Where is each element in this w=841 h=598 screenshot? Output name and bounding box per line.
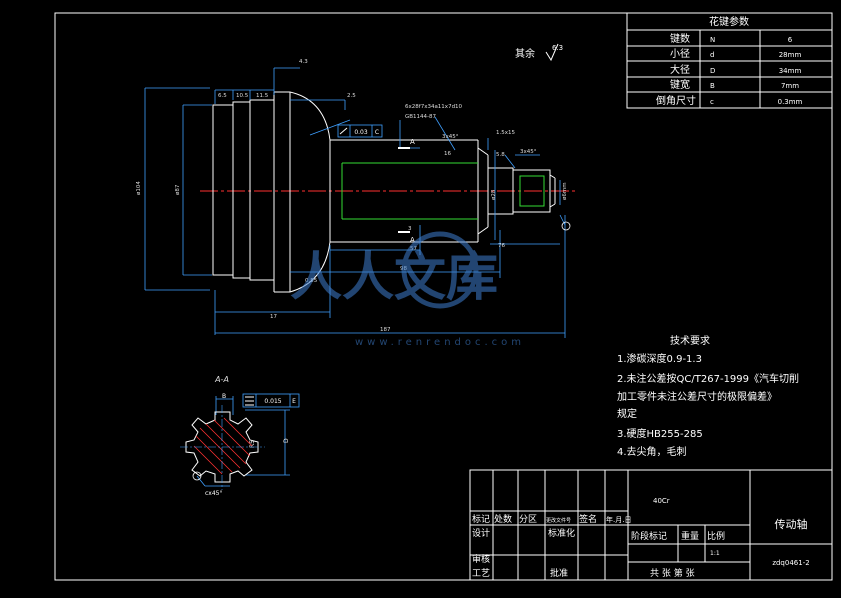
dim-text: 1.5x15 xyxy=(496,130,516,136)
dim-text: ø104 xyxy=(136,181,142,195)
geometric-tolerance-frame xyxy=(337,124,383,138)
watermark-text: 人人文库 xyxy=(290,247,498,308)
part-name: 传动轴 xyxy=(775,517,808,531)
dim-text: 187 xyxy=(380,327,391,333)
section-label: A xyxy=(410,236,415,244)
surface-note-value: 6.3 xyxy=(552,44,563,52)
stage-mark: 阶段标记 xyxy=(631,530,667,542)
section-d-label: D xyxy=(283,438,290,443)
roughness-symbol-icon xyxy=(545,43,559,62)
row-standard: 标准化 xyxy=(548,527,575,539)
weight: 重量 xyxy=(681,530,699,542)
dim-text: 4.3 xyxy=(299,59,308,65)
spline-row-symbol: N xyxy=(710,36,715,44)
spline-row-label: 大径 xyxy=(670,63,690,76)
dim-text: 3x45° xyxy=(520,149,537,155)
title-block: 40Cr 传动轴 zdq0461-2 1:1 标记 处数 分区 更改文件号 签名… xyxy=(469,469,833,581)
tech-item: 1.渗碳深度0.9-1.3 xyxy=(617,352,702,365)
dim-text: 11.5 xyxy=(256,93,269,99)
section-view-a-a: A-A 0.015 E B D R5 cx45° xyxy=(180,375,300,497)
dim-text: GB1144-87 xyxy=(405,114,437,120)
spline-profile xyxy=(185,411,259,483)
technical-requirements: 技术要求 1.渗碳深度0.9-1.3 2.未注公差按QC/T267-1999《汽… xyxy=(617,334,799,458)
row-approve: 批准 xyxy=(550,567,568,579)
spline-row-symbol: D xyxy=(710,67,715,75)
dim-text: 17 xyxy=(270,314,277,320)
spline-row-symbol: B xyxy=(710,82,715,90)
spline-row-label: 键宽 xyxy=(670,78,690,91)
drawing-number: zdq0461-2 xyxy=(772,559,809,567)
section-label: A xyxy=(410,138,415,146)
rev-label: 年.月.日 xyxy=(606,515,631,524)
spline-parameter-table: 花键参数 键数 N 6 小径 d 28mm 大径 D 34mm 键宽 B 7mm… xyxy=(626,12,833,109)
spline-row-label: 小径 xyxy=(670,47,690,60)
row-process: 工艺 xyxy=(472,568,490,579)
row-review: 审核 xyxy=(472,553,490,565)
spline-table-title: 花键参数 xyxy=(709,15,749,28)
rev-label: 签名 xyxy=(579,513,597,525)
section-b-label: B xyxy=(222,393,226,400)
spline-row-value: 6 xyxy=(788,36,793,44)
datum-circle-icon xyxy=(192,471,202,481)
tech-item: 4.去尖角，毛刺 xyxy=(617,445,687,458)
spline-row-value: 0.3mm xyxy=(778,98,803,106)
section-title: A-A xyxy=(214,375,229,384)
section-r-label: R5 xyxy=(249,440,256,448)
dim-text: 3x45° xyxy=(442,134,459,140)
watermark: 人人文库 www.renrendoc.com xyxy=(290,231,525,348)
dim-text: ø87 xyxy=(175,184,181,195)
datum-circle-icon xyxy=(561,221,571,231)
dim-text: 2.5 xyxy=(347,93,356,99)
scale: 1:1 xyxy=(710,550,720,557)
rev-label: 更改文件号 xyxy=(546,517,571,524)
ratio: 比例 xyxy=(707,530,725,542)
tech-title: 技术要求 xyxy=(670,334,710,347)
spline-row-value: 34mm xyxy=(779,67,802,75)
watermark-url: www.renrendoc.com xyxy=(355,337,525,348)
dim-text: 6.5 xyxy=(218,93,227,99)
dim-text: 10.5 xyxy=(236,93,249,99)
dimension-lines xyxy=(144,67,566,338)
dim-text: ø6mm xyxy=(562,182,568,200)
shaft-main-view: 0.03 C A A 4.3 2.5 6.5 10.5 11.5 6x28f7x… xyxy=(136,59,575,338)
dim-text: 0.55 xyxy=(305,278,318,284)
spline-row-symbol: d xyxy=(710,51,714,59)
tol-value: 0.03 xyxy=(354,129,368,136)
drawing-frame xyxy=(54,12,833,581)
spline-row-value: 28mm xyxy=(779,51,802,59)
spline-row-symbol: c xyxy=(710,98,714,106)
watermark-logo-icon xyxy=(401,231,479,309)
spline-row-label: 倒角尺寸 xyxy=(656,94,696,107)
section-tol-ref: E xyxy=(292,398,296,405)
rev-label: 分区 xyxy=(519,514,537,525)
tech-item: 2.未注公差按QC/T267-1999《汽车切削 xyxy=(617,372,799,385)
dim-text: 76 xyxy=(498,243,505,249)
dim-text: 6x28f7x34a11x7d10 xyxy=(405,104,463,110)
tech-item: 规定 xyxy=(617,407,637,420)
dim-text: 3 xyxy=(408,226,412,232)
material: 40Cr xyxy=(653,497,670,505)
spline-row-value: 7mm xyxy=(781,82,799,90)
sheets: 共 张 第 张 xyxy=(650,567,695,579)
section-tol-value: 0.015 xyxy=(264,398,281,405)
perpendicularity-icon xyxy=(339,127,348,135)
dim-text: 16 xyxy=(444,151,451,157)
row-design: 设计 xyxy=(472,527,490,539)
spline-row-label: 键数 xyxy=(670,32,690,45)
tol-ref: C xyxy=(375,129,379,136)
dim-text: ø28 xyxy=(491,189,497,200)
rev-label: 标记 xyxy=(472,513,490,525)
section-chamfer: cx45° xyxy=(205,490,222,497)
surface-note-text: 其余 xyxy=(515,47,535,60)
surface-roughness-note: 其余 6.3 xyxy=(515,43,563,62)
tech-item: 加工零件未注公差尺寸的极限偏差》 xyxy=(617,390,777,403)
tech-item: 3.硬度HB255-285 xyxy=(617,427,703,440)
dim-text: 5.8 xyxy=(496,152,505,158)
rev-label: 处数 xyxy=(494,513,512,525)
